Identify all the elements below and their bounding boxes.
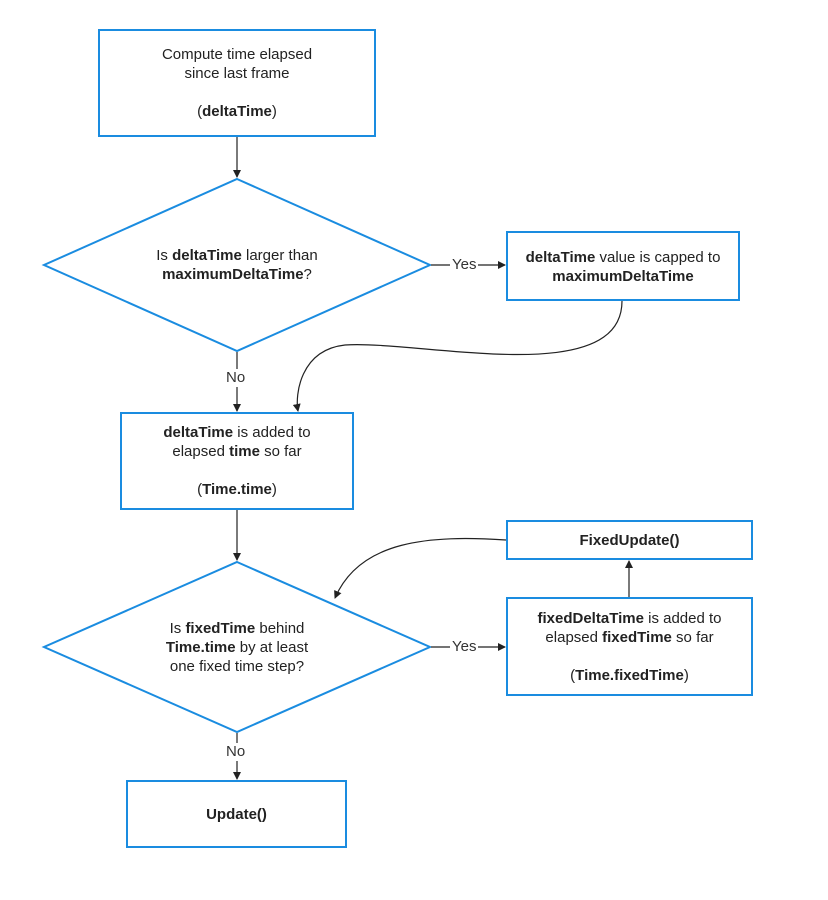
capped-line2: maximumDeltaTime — [552, 268, 694, 285]
added-param: (Time.time) — [197, 481, 277, 498]
fixed-update-node: FixedUpdate() — [507, 521, 752, 559]
decision2-line3: one fixed time step? — [169, 657, 305, 675]
fixed-added-line1: fixedDeltaTime is added to — [537, 609, 722, 627]
fixed-added-box — [506, 597, 753, 696]
decision2-line1: Is fixedTime behind — [169, 619, 305, 637]
capped-box — [506, 231, 740, 301]
compute-param: (deltaTime) — [197, 103, 277, 120]
compute-node: Compute time elapsed since last frame (d… — [99, 30, 375, 136]
fixed-update-label: FixedUpdate() — [579, 531, 680, 549]
update-box — [126, 780, 347, 848]
decision1-line1: Is deltaTime larger than — [156, 247, 318, 264]
added-node: deltaTime is added to elapsed time so fa… — [121, 413, 353, 509]
compute-box — [98, 29, 376, 137]
capped-line1: deltaTime value is capped to — [525, 249, 721, 266]
fixed-added-node: fixedDeltaTime is added to elapsed fixed… — [507, 598, 752, 695]
edge-label-yes-2: Yes — [450, 638, 479, 656]
fixed-added-line2: elapsed fixedTime so far — [545, 628, 714, 646]
edge-capped-to-added — [292, 300, 623, 412]
edge-label-no-2: No — [224, 743, 248, 761]
added-box — [120, 412, 354, 510]
update-node: Update() — [127, 781, 346, 847]
added-line1: deltaTime is added to — [163, 424, 311, 441]
fixed-update-box — [506, 520, 753, 560]
edge-fixed-update-to-decision2 — [334, 537, 507, 599]
capped-node: deltaTime value is capped to maximumDelt… — [507, 232, 739, 300]
decision2-diamond — [41, 560, 433, 734]
compute-line2: since last frame — [184, 65, 290, 82]
fixed-added-param: (Time.fixedTime) — [570, 666, 689, 684]
update-label: Update() — [206, 805, 267, 823]
added-line2: elapsed time so far — [172, 443, 302, 460]
edge-label-yes-1: Yes — [450, 256, 479, 274]
decision1-diamond — [41, 177, 433, 353]
edge-label-no-1: No — [224, 369, 248, 387]
decision1-node: Is deltaTime larger than maximumDeltaTim… — [110, 230, 364, 300]
decision2-line2: Time.time by at least — [165, 638, 309, 656]
decision2-node: Is fixedTime behind Time.time by at leas… — [110, 612, 364, 682]
decision1-line2: maximumDeltaTime? — [162, 266, 312, 283]
compute-line1: Compute time elapsed — [161, 46, 313, 63]
